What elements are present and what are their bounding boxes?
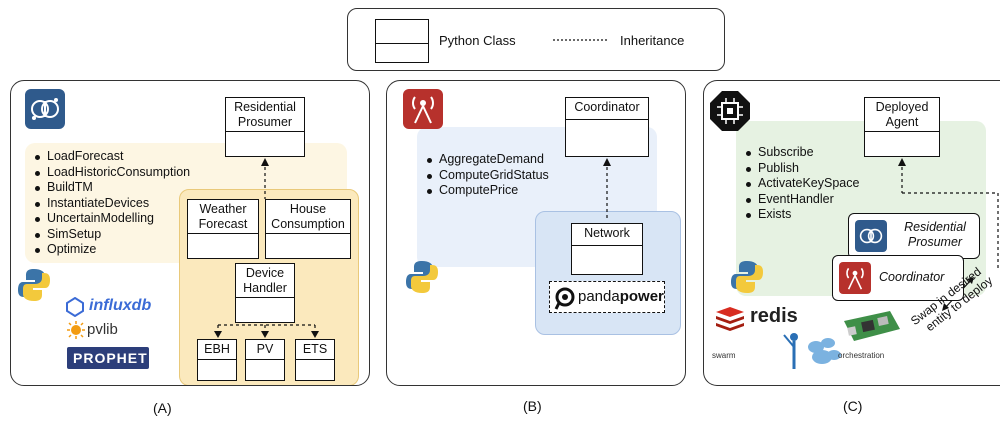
panel-a-label: (A) (153, 400, 172, 416)
panda-icon (554, 287, 575, 310)
method-item: ComputePrice (425, 183, 549, 199)
brain-icon (855, 220, 887, 252)
method-item: SimSetup (33, 227, 190, 243)
coordinator-card: Coordinator (832, 255, 964, 301)
legend-inheritance-line (553, 39, 609, 41)
residential-prosumer-class: Residential Prosumer (225, 97, 305, 157)
method-item: EventHandler (744, 192, 859, 208)
python-logo-icon (406, 261, 438, 293)
method-item: BuildTM (33, 180, 190, 196)
coordinator-class: Coordinator (565, 97, 649, 157)
swarm-logo-text: swarm (712, 351, 736, 360)
panel-c-methods: Subscribe Publish ActivateKeySpace Event… (744, 145, 859, 223)
deployed-agent-class: Deployed Agent (864, 97, 940, 157)
panel-b-connector (603, 158, 611, 221)
method-item: Publish (744, 161, 859, 177)
pandapower-logo: pandapower (549, 281, 665, 313)
method-item: Optimize (33, 242, 190, 258)
panel-a: LoadForecast LoadHistoricConsumption Bui… (10, 80, 370, 386)
pvlib-sun-icon (67, 321, 85, 339)
method-item: InstantiateDevices (33, 196, 190, 212)
redis-logo-icon (716, 307, 744, 331)
legend: Python Class Inheritance (347, 8, 725, 71)
swarm-whale-icon (783, 333, 841, 369)
python-logo-icon (731, 261, 763, 293)
brain-icon (25, 89, 65, 129)
panel-b-label: (B) (523, 398, 542, 414)
method-item: Subscribe (744, 145, 859, 161)
ets-class: ETS (295, 339, 335, 381)
weather-forecast-class: Weather Forecast (187, 199, 259, 259)
method-item: ActivateKeySpace (744, 176, 859, 192)
residential-prosumer-card: Residential Prosumer (848, 213, 980, 259)
method-item: ComputeGridStatus (425, 168, 549, 184)
method-item: LoadForecast (33, 149, 190, 165)
antenna-icon (403, 89, 443, 129)
method-item: LoadHistoricConsumption (33, 165, 190, 181)
legend-class-box (375, 19, 429, 63)
chip-icon (710, 91, 750, 131)
python-logo-icon (18, 269, 50, 301)
method-item: Exists (744, 207, 859, 223)
orchestration-logo-text: orchestration (838, 351, 885, 360)
house-consumption-class: House Consumption (265, 199, 351, 259)
panel-a-methods: LoadForecast LoadHistoricConsumption Bui… (33, 149, 190, 258)
panel-b-methods: AggregateDemand ComputeGridStatus Comput… (425, 152, 549, 199)
legend-inheritance-label: Inheritance (620, 33, 685, 48)
legend-class-label: Python Class (439, 33, 516, 48)
network-class: Network (571, 223, 643, 275)
pvlib-logo-text: pvlib (87, 321, 118, 338)
pv-class: PV (245, 339, 285, 381)
antenna-icon (839, 262, 871, 294)
prophet-logo: PROPHET (67, 347, 149, 369)
panel-c: Subscribe Publish ActivateKeySpace Event… (703, 80, 1000, 386)
redis-logo-text: redis (750, 305, 798, 327)
influxdb-logo-icon (66, 297, 84, 317)
panel-c-label: (C) (843, 398, 863, 414)
panel-b: AggregateDemand ComputeGridStatus Comput… (386, 80, 686, 386)
raspberry-pi-board-icon (844, 311, 900, 341)
ebh-class: EBH (197, 339, 237, 381)
method-item: AggregateDemand (425, 152, 549, 168)
influxdb-logo-text: influxdb (89, 297, 152, 314)
method-item: UncertainModelling (33, 211, 190, 227)
device-handler-class: Device Handler (235, 263, 295, 323)
